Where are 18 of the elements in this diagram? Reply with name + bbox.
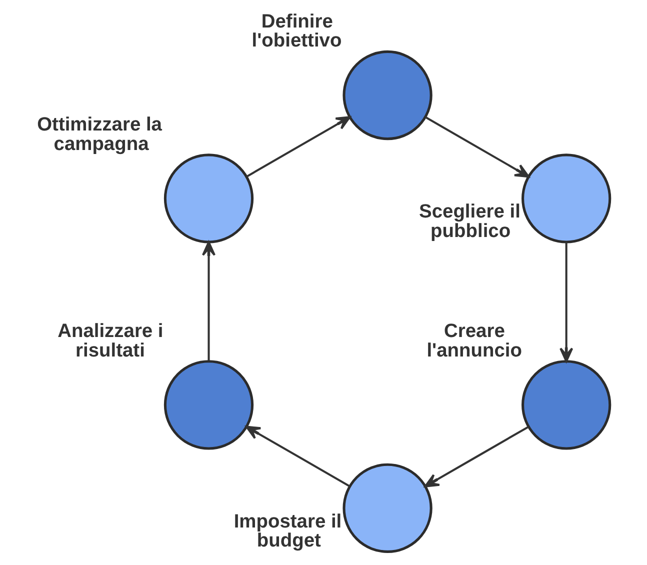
- node-circle: [522, 360, 612, 450]
- arrow: [424, 426, 529, 488]
- node-circle: [164, 360, 254, 450]
- arrow: [246, 116, 351, 178]
- node-label: Creare l'annuncio: [426, 321, 522, 362]
- node-label: Ottimizzare la campagna: [37, 114, 162, 155]
- node-label: Scegliere il pubblico: [419, 202, 520, 242]
- node-label: Analizzare i risultati: [58, 321, 164, 362]
- node-circle: [342, 463, 432, 553]
- node-circle: [522, 154, 612, 244]
- node-label: Impostare il budget: [234, 511, 342, 552]
- node-label: Definire l'obiettivo: [252, 11, 342, 52]
- arrow: [424, 116, 530, 178]
- arrow: [202, 241, 216, 362]
- node-circle: [164, 154, 254, 244]
- arrow: [246, 426, 350, 488]
- node-circle: [342, 50, 432, 140]
- arrow: [560, 242, 574, 362]
